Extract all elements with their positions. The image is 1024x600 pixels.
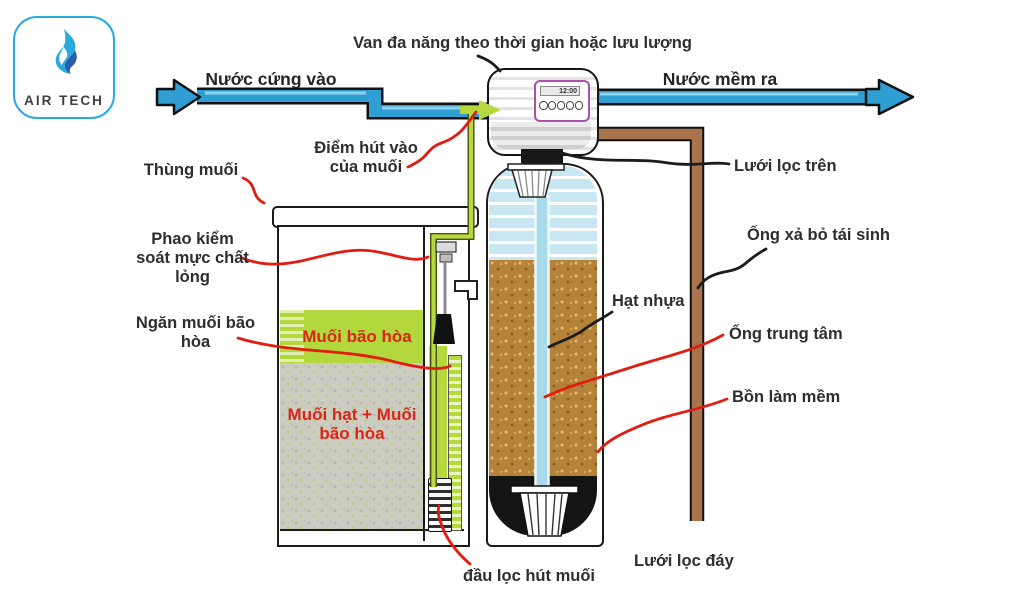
valve-clock: 12:00 xyxy=(540,86,580,96)
salt-tank-label: Thùng muối xyxy=(143,161,239,179)
flame-icon xyxy=(55,29,77,74)
softener-tank-label: Bồn làm mềm xyxy=(732,388,841,406)
drain-pipe xyxy=(594,126,705,521)
resin-label: Hạt nhựa xyxy=(612,292,685,310)
drain-line-label: Ống xả bỏ tái sinh xyxy=(747,226,891,244)
upper-screen-label: Lưới lọc trên xyxy=(734,157,837,175)
salt-pellet-zone xyxy=(280,363,423,529)
logo-brand: AIR TECH xyxy=(24,93,104,108)
bottom-screen-label: Lưới lọc đáy xyxy=(634,552,734,570)
outlet-flow-label: Nước mềm ra xyxy=(662,69,778,89)
center-tube-label: Ống trung tâm xyxy=(729,325,843,343)
valve-lower-band xyxy=(491,122,591,149)
valve-display-panel: 12:00 xyxy=(534,80,590,122)
salt-tank-base xyxy=(280,529,464,531)
valve-button xyxy=(539,101,548,110)
valve-buttons xyxy=(539,101,583,110)
water-zone xyxy=(489,166,597,260)
brine-compartment-label: Ngăn muối bão hòa xyxy=(135,314,256,351)
salt-mix-label: Muối hạt + Muối bão hòa xyxy=(287,405,417,444)
valve-button xyxy=(574,101,583,110)
resin-bed xyxy=(489,260,597,482)
valve-label: Van đa năng theo thời gian hoặc lưu lượn… xyxy=(353,34,692,52)
float-valve-label: Phao kiểm soát mực chất lỏng xyxy=(136,230,249,286)
outlet-pipe xyxy=(593,88,868,106)
inlet-pipe xyxy=(197,87,497,120)
airtech-logo: AIR TECH xyxy=(13,16,115,119)
brine-suction-point-label: Điểm hút vào của muối xyxy=(314,139,418,176)
salt-filter-head-label: đầu lọc hút muối xyxy=(463,567,595,585)
inlet-flow-label: Nước cứng vào xyxy=(205,69,337,89)
valve-button xyxy=(556,101,566,110)
valve-button xyxy=(547,101,557,110)
salt-suction-filter xyxy=(428,478,452,532)
brine-well-wall xyxy=(423,227,425,541)
saturated-salt-label: Muối bão hòa xyxy=(302,327,412,346)
valve-button xyxy=(565,101,575,110)
outlet-arrow-icon xyxy=(864,78,915,116)
